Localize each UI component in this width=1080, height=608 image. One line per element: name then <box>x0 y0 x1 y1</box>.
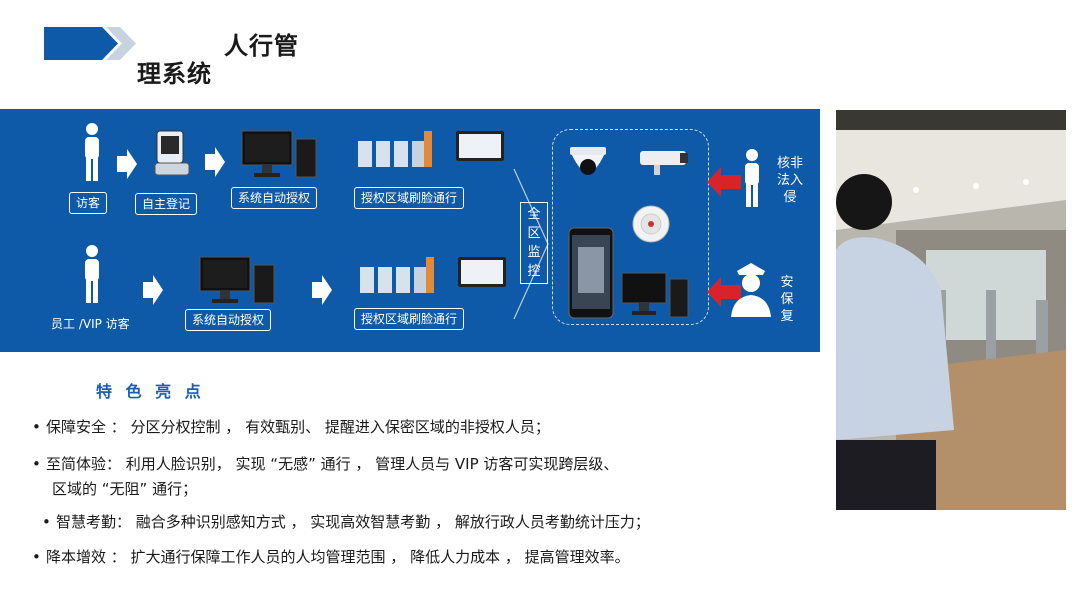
intruder-person-icon <box>745 149 759 207</box>
guard-label: 安保复 <box>780 275 794 324</box>
computer-icon <box>199 256 275 304</box>
device-group-frame <box>552 129 709 325</box>
self-register-label: 自主登记 <box>135 193 198 215</box>
feature-item: •保障安全 ： 分区分权控制 ， 有效甄别、 提醒进入保密区域的非授权人员； <box>32 415 550 439</box>
arrow-right-icon <box>117 149 137 179</box>
visitor-label: 访客 <box>69 192 108 214</box>
features-title: 特 色 亮 点 <box>96 382 205 401</box>
computer-icon <box>621 272 689 318</box>
register-kiosk-icon <box>154 130 190 176</box>
auto-auth-label-row1: 系统自动授权 <box>231 187 318 209</box>
workflow-diagram: 访客 自主登记 系统自动授权 授权区域刷脸通行 员工 /VIP 访客 <box>0 109 820 352</box>
zone-monitor-box: 全区监控 <box>520 202 548 284</box>
dome-camera-icon <box>570 147 606 175</box>
header-arrow-icon <box>44 27 136 60</box>
arrow-right-icon <box>312 275 332 305</box>
mobile-phone-icon <box>568 227 614 319</box>
bullet-camera-icon <box>640 151 688 175</box>
smoke-detector-icon <box>632 205 670 243</box>
face-gate-icon <box>360 257 506 293</box>
office-gate-photo <box>836 110 1066 510</box>
staff-person-icon <box>85 245 99 303</box>
face-gate-icon <box>358 131 504 167</box>
bullet-dot-icon: • <box>32 418 41 436</box>
visitor-person-icon <box>85 123 99 181</box>
face-pass-label-row1: 授权区域刷脸通行 <box>354 187 465 209</box>
arrow-right-icon <box>205 147 225 177</box>
page-title-line1: 人行管 <box>224 32 299 60</box>
alarm-label: 核非法入侵 <box>777 156 804 205</box>
bullet-dot-icon: • <box>42 513 51 531</box>
auto-auth-label-row2: 系统自动授权 <box>185 309 272 331</box>
face-pass-label-row2: 授权区域刷脸通行 <box>354 308 465 330</box>
zone-monitor-label: 全区监控 <box>527 207 541 279</box>
bullet-dot-icon: • <box>32 455 41 473</box>
feature-item: •降本增效 ： 扩大通行保障工作人员的人均管理范围 ， 降低人力成本 ， 提高管… <box>32 545 630 569</box>
bullet-dot-icon: • <box>32 548 41 566</box>
arrow-right-icon <box>143 275 163 305</box>
page-title-line2: 理系统 <box>137 60 212 88</box>
computer-icon <box>241 130 317 178</box>
alert-arrow-left-icon <box>707 277 741 307</box>
converge-chevron-icon <box>513 168 549 320</box>
feature-item-continuation: 区域的 “无阻” 通行； <box>52 480 198 498</box>
alert-arrow-left-icon <box>707 167 741 197</box>
feature-item: •智慧考勤： 融合多种识别感知方式 ， 实现高效智慧考勤 ， 解放行政人员考勤统… <box>42 510 650 534</box>
feature-item: •至简体验： 利用人脸识别， 实现 “无感” 通行 ， 管理人员与 VIP 访客… <box>32 452 618 476</box>
staff-label: 员工 /VIP 访客 <box>51 317 130 331</box>
security-guard-icon <box>731 263 771 317</box>
